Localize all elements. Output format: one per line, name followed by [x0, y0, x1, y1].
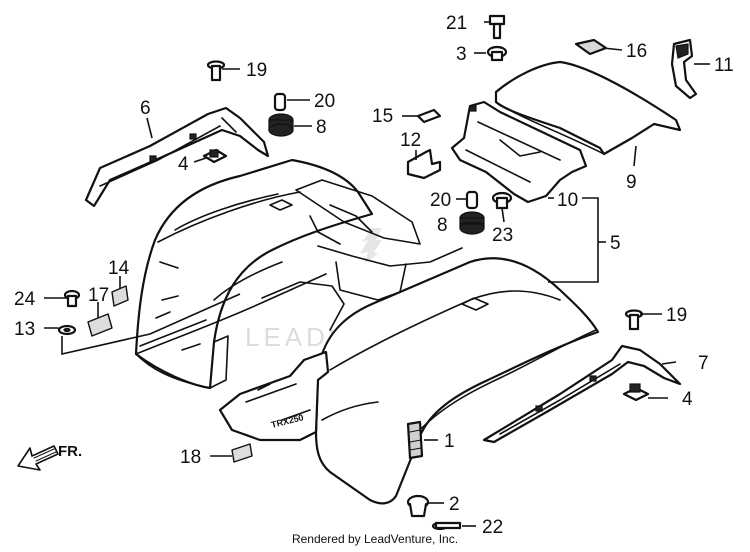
callout-13: 13 [14, 319, 35, 340]
callout-4-upper: 4 [178, 154, 189, 175]
callout-9: 9 [626, 172, 637, 193]
rear-fender[interactable]: TRX250 [134, 158, 600, 505]
callouts: 21 3 16 11 19 20 8 6 15 12 4 9 20 10 8 2… [14, 13, 734, 538]
front-direction-indicator: FR. [17, 443, 82, 471]
callout-8-mid: 8 [437, 215, 448, 236]
clip-4-lower[interactable] [622, 383, 650, 402]
callout-8-upper: 8 [316, 117, 327, 138]
callout-20-mid: 20 [430, 190, 451, 211]
callout-1: 1 [444, 431, 455, 452]
washer-13[interactable] [57, 324, 77, 336]
callout-10: 10 [557, 190, 578, 211]
callout-4-lower: 4 [682, 389, 693, 410]
decal-18[interactable] [231, 443, 253, 463]
callout-6: 6 [140, 98, 151, 119]
callout-5: 5 [610, 233, 621, 254]
grommet-8-upper[interactable] [268, 113, 294, 137]
bolt-24[interactable] [63, 289, 81, 308]
screw-22[interactable] [431, 521, 462, 531]
callout-24: 24 [14, 289, 36, 310]
right-guard-bar[interactable] [482, 344, 682, 444]
callout-2: 2 [449, 494, 460, 515]
bolt-19-upper[interactable] [206, 60, 226, 82]
seal-pad[interactable] [574, 38, 608, 56]
stay-bracket[interactable] [406, 148, 442, 180]
callout-14: 14 [108, 258, 130, 279]
seat-cover[interactable] [494, 60, 682, 156]
callout-22: 22 [482, 517, 503, 538]
front-label: FR. [58, 443, 82, 460]
nut-2[interactable] [406, 494, 430, 518]
callout-20-upper: 20 [314, 91, 335, 112]
clip-4-upper[interactable] [202, 148, 228, 164]
seat-bracket[interactable] [450, 100, 588, 204]
grommet-8-mid[interactable] [459, 211, 485, 235]
bolt-19-lower[interactable] [624, 309, 644, 331]
callout-19-lower: 19 [666, 305, 687, 326]
callout-3: 3 [456, 44, 467, 65]
collar-20-mid[interactable] [465, 190, 479, 210]
leader-lines [44, 21, 710, 527]
collar-20-upper[interactable] [273, 92, 287, 112]
callout-15: 15 [372, 106, 393, 127]
callout-12: 12 [400, 130, 421, 151]
callout-16: 16 [626, 41, 647, 62]
reflector-1[interactable] [406, 420, 424, 460]
nut-23[interactable] [491, 191, 513, 210]
callout-18: 18 [180, 447, 201, 468]
callout-11: 11 [714, 55, 734, 76]
spacer-plate[interactable] [416, 108, 442, 124]
callout-23: 23 [492, 225, 513, 246]
callout-21: 21 [446, 13, 467, 34]
decal-14[interactable] [111, 285, 129, 307]
render-credit: Rendered by LeadVenture, Inc. [291, 532, 459, 546]
nut-3[interactable] [486, 45, 508, 62]
callout-19-upper: 19 [246, 60, 267, 81]
seat-latch[interactable] [670, 38, 698, 100]
left-guard-bar[interactable] [84, 106, 270, 208]
bolt-21[interactable] [488, 14, 506, 40]
callout-17: 17 [88, 285, 109, 306]
decal-17[interactable] [87, 313, 113, 337]
callout-7: 7 [698, 353, 709, 374]
